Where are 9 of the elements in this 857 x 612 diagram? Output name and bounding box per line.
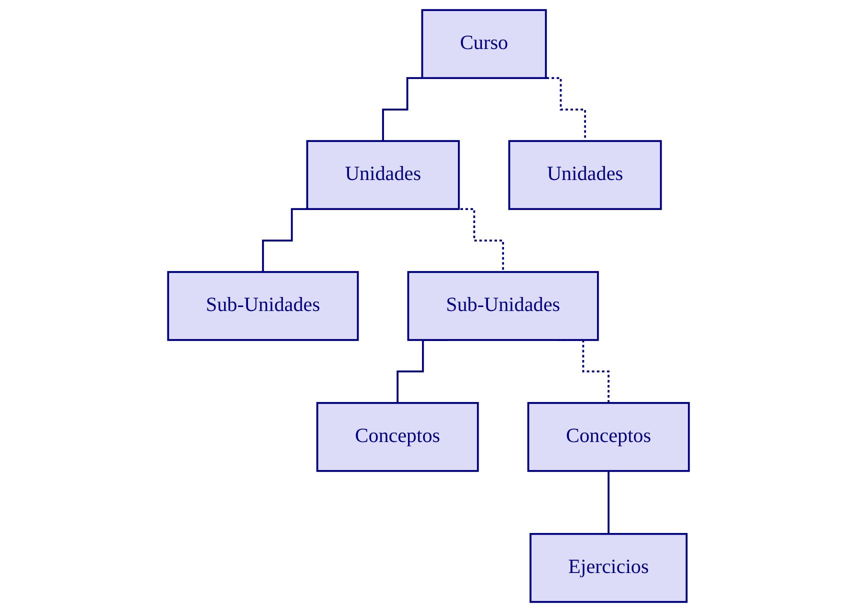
connector — [608, 470, 610, 535]
node-box: Sub-Unidades — [167, 271, 359, 341]
node-box: Ejercicios — [530, 532, 688, 603]
node-box: Unidades — [508, 140, 662, 210]
node-box: Conceptos — [316, 402, 479, 472]
node-box: Unidades — [306, 140, 460, 210]
node-box: Sub-Unidades — [407, 271, 599, 341]
node-box: Curso — [421, 9, 547, 80]
node-box: Conceptos — [527, 402, 690, 472]
